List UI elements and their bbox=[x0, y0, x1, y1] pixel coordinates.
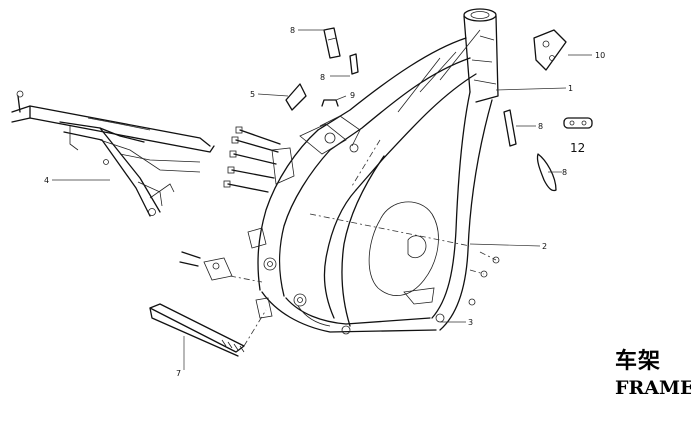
callout-7: 7 bbox=[176, 369, 181, 378]
callout-labels: 8 8 5 9 10 1 8 12 8 2 3 4 7 bbox=[44, 26, 605, 378]
rear-subframe bbox=[11, 90, 215, 217]
diagram-title-english: FRAME bbox=[615, 377, 691, 399]
callout-8b: 8 bbox=[320, 73, 325, 82]
callout-3: 3 bbox=[468, 318, 473, 327]
callout-8d: 8 bbox=[562, 168, 567, 177]
callout-1: 1 bbox=[568, 84, 573, 93]
engine-bracket bbox=[179, 251, 263, 283]
callout-10: 10 bbox=[595, 51, 605, 60]
callout-5: 5 bbox=[250, 90, 255, 99]
main-frame bbox=[247, 8, 499, 335]
leader-lines bbox=[52, 29, 592, 370]
callout-8a: 8 bbox=[290, 26, 295, 35]
mounting-bolts bbox=[223, 126, 295, 193]
callout-9: 9 bbox=[350, 91, 355, 100]
callout-2: 2 bbox=[542, 242, 547, 251]
callout-12: 12 bbox=[570, 141, 585, 155]
diagram-title-chinese: 车架 bbox=[615, 349, 662, 374]
small-brackets bbox=[285, 27, 593, 306]
callout-8c: 8 bbox=[538, 122, 543, 131]
pivot-bolt bbox=[149, 303, 267, 357]
callout-4: 4 bbox=[44, 176, 49, 185]
